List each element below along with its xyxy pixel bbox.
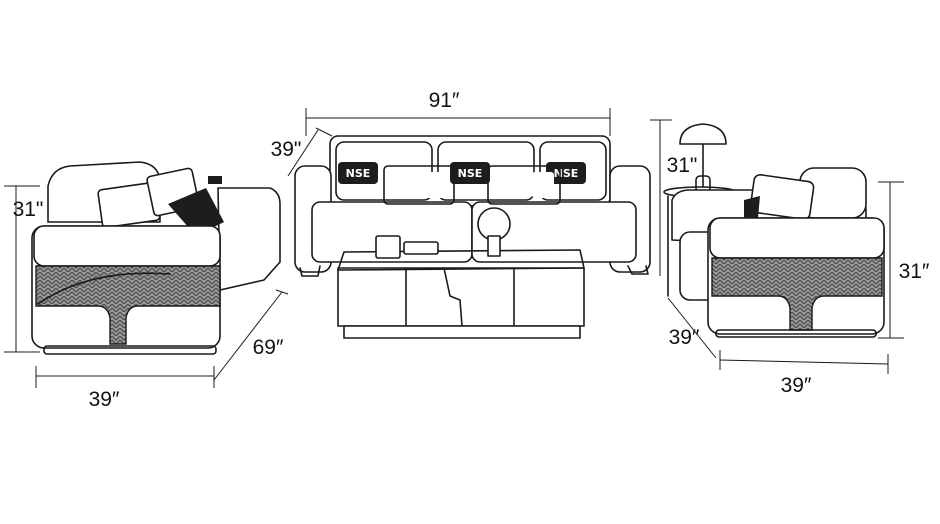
print-pillow: NSE bbox=[450, 162, 490, 184]
dimension-label: 39″ bbox=[89, 388, 120, 411]
three-seat-sofa: NSE NSE NSE bbox=[294, 135, 651, 277]
dimension-height-31-left: 31" bbox=[4, 185, 44, 353]
dimension-label: 91″ bbox=[429, 89, 460, 112]
loveseat-left bbox=[31, 161, 281, 355]
dimension-depth-39-right: 39″ bbox=[667, 297, 717, 359]
dimension-label: 39″ bbox=[669, 326, 700, 349]
pillow-print-text: NSE bbox=[458, 167, 483, 180]
print-pillow: NSE bbox=[338, 162, 378, 184]
dimension-label: 69″ bbox=[253, 336, 284, 359]
dimension-height-31-center: 31" bbox=[650, 119, 698, 276]
dimension-width-91: 91″ bbox=[305, 89, 611, 136]
dimension-width-39-left: 39″ bbox=[35, 366, 215, 411]
dimension-depth-39: 39" bbox=[271, 127, 333, 177]
armchair-right bbox=[671, 167, 885, 338]
dimension-label: 39″ bbox=[781, 374, 812, 397]
dimension-width-39-right: 39″ bbox=[719, 350, 889, 397]
coffee-table bbox=[337, 207, 585, 339]
pillow-print-text: NSE bbox=[554, 167, 579, 180]
dimension-length-69-left: 69″ bbox=[213, 289, 289, 381]
pillow-print-text: NSE bbox=[346, 167, 371, 180]
dimension-label: 39" bbox=[271, 138, 302, 161]
dimension-label: 31″ bbox=[899, 260, 930, 283]
dimension-label: 31" bbox=[667, 154, 698, 177]
dimension-label: 31" bbox=[13, 198, 44, 221]
dimension-height-31-right: 31″ bbox=[878, 181, 930, 339]
